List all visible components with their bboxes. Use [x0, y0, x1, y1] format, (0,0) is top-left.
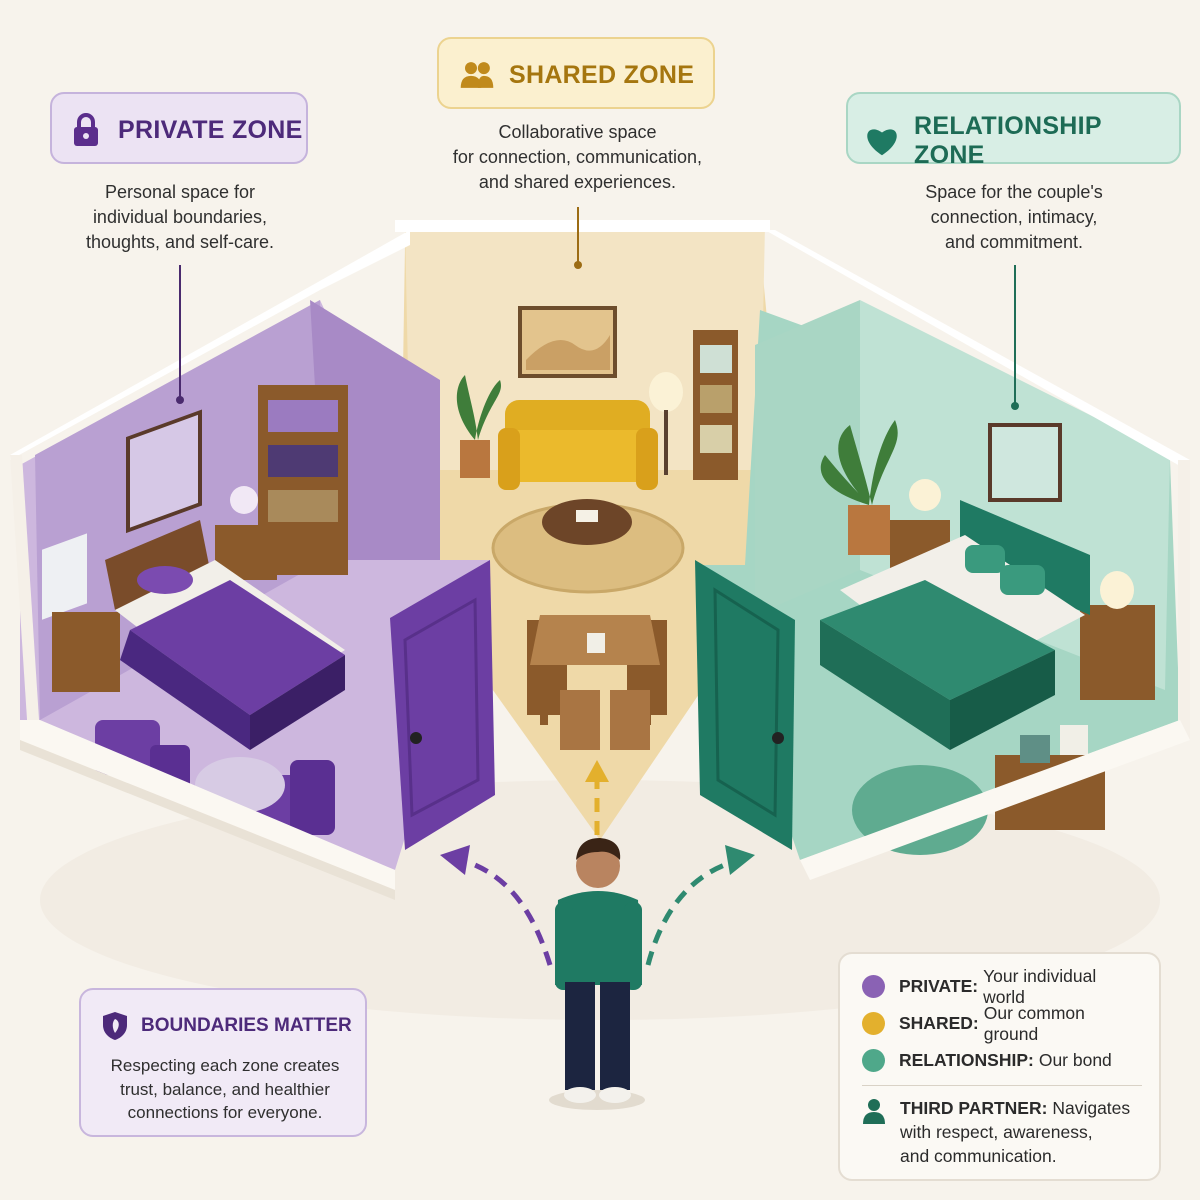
relationship-zone-description: Space for the couple's connection, intim… — [925, 182, 1103, 252]
private-zone-title: PRIVATE ZONE — [118, 115, 303, 144]
shared-sofa — [498, 400, 658, 490]
shared-zone-title: SHARED ZONE — [509, 60, 695, 89]
relationship-zone-card: RELATIONSHIP ZONE — [846, 92, 1181, 169]
person-icon — [862, 1098, 886, 1124]
relationship-bed — [820, 500, 1090, 750]
legend-dot-shared — [862, 1012, 885, 1035]
shared-zone-description: Collaborative space for connection, comm… — [452, 122, 703, 192]
private-zone-description: Personal space for individual boundaries… — [85, 182, 275, 252]
legend-item-shared: SHARED:Our common ground — [862, 1003, 1142, 1044]
boundaries-title: BOUNDARIES MATTER — [141, 1015, 352, 1036]
private-bed — [105, 520, 345, 750]
legend-item-private: PRIVATE:Your individual world — [862, 966, 1142, 1007]
relationship-wall-art — [988, 423, 1062, 502]
legend-item-relationship: RELATIONSHIP:Our bond — [862, 1042, 1142, 1079]
heart-icon — [864, 123, 900, 159]
boundaries-card: BOUNDARIES MATTER Respecting each zone c… — [79, 988, 367, 1137]
third-partner-figure — [549, 838, 645, 1110]
shield-icon — [101, 1010, 129, 1042]
lock-icon — [68, 112, 104, 148]
shared-dining-table — [527, 615, 667, 750]
legend-dot-private — [862, 975, 885, 998]
boundaries-text: Respecting each zone creates trust, bala… — [110, 1056, 340, 1122]
legend-dot-relationship — [862, 1049, 885, 1072]
shared-zone-card: SHARED ZONE — [437, 37, 715, 109]
people-icon — [459, 57, 495, 93]
legend-divider — [862, 1085, 1142, 1086]
legend-card: PRIVATE:Your individual world SHARED:Our… — [838, 952, 1161, 1181]
legend-item-third-partner: THIRD PARTNER: Navigates with respect, a… — [862, 1096, 1142, 1168]
private-zone-card: PRIVATE ZONE — [50, 92, 308, 164]
private-wall-art — [126, 409, 202, 534]
relationship-zone-title: RELATIONSHIP ZONE — [914, 112, 1102, 169]
arrow-to-relationship — [645, 857, 741, 966]
relationship-door — [695, 560, 795, 850]
